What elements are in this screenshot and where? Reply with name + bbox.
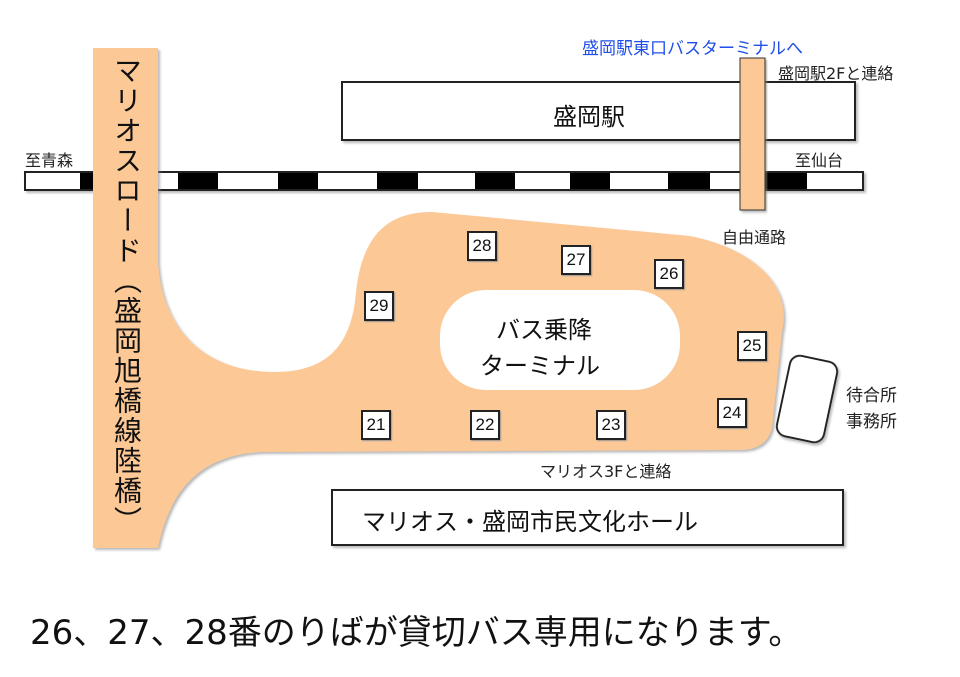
hall-name: マリオス・盛岡市民文化ホール xyxy=(362,508,698,536)
direction-aomori: 至青森 xyxy=(25,151,74,170)
marios-3f-label: マリオス3Fと連絡 xyxy=(540,462,672,481)
free-passage-walkway xyxy=(739,57,766,211)
terminal-name-line1: バス乗降 xyxy=(496,316,592,344)
bus-stop-25[interactable]: 25 xyxy=(737,331,767,361)
bus-stop-22[interactable]: 22 xyxy=(470,410,500,440)
railway-line xyxy=(24,171,864,191)
bus-stop-21[interactable]: 21 xyxy=(361,410,391,440)
marios-road-label: マリオスロード（盛岡旭橋線陸橋） xyxy=(110,56,143,536)
charter-bus-notice: 26、27、28番のりばが貸切バス専用になります。 xyxy=(30,613,803,653)
direction-sendai: 至仙台 xyxy=(795,151,844,170)
waiting-room-building xyxy=(775,354,839,444)
station-building xyxy=(341,81,856,141)
waiting-room-line1: 待合所 xyxy=(846,386,897,406)
station-2f-label: 盛岡駅2Fと連絡 xyxy=(778,64,894,83)
bus-stop-26[interactable]: 26 xyxy=(654,259,684,289)
terminal-island xyxy=(440,290,680,390)
east-exit-link[interactable]: 盛岡駅東口バスターミナルへ xyxy=(582,39,803,59)
terminal-name-line2: ターミナル xyxy=(480,352,600,380)
waiting-room-line2: 事務所 xyxy=(846,412,897,432)
free-passage-label: 自由通路 xyxy=(722,228,787,247)
station-name: 盛岡駅 xyxy=(553,103,625,131)
bus-stop-24[interactable]: 24 xyxy=(717,398,747,428)
bus-stop-23[interactable]: 23 xyxy=(596,410,626,440)
bus-stop-29[interactable]: 29 xyxy=(364,291,394,321)
bus-stop-28[interactable]: 28 xyxy=(467,231,497,261)
bus-stop-27[interactable]: 27 xyxy=(561,245,591,275)
hall-building xyxy=(331,489,844,546)
